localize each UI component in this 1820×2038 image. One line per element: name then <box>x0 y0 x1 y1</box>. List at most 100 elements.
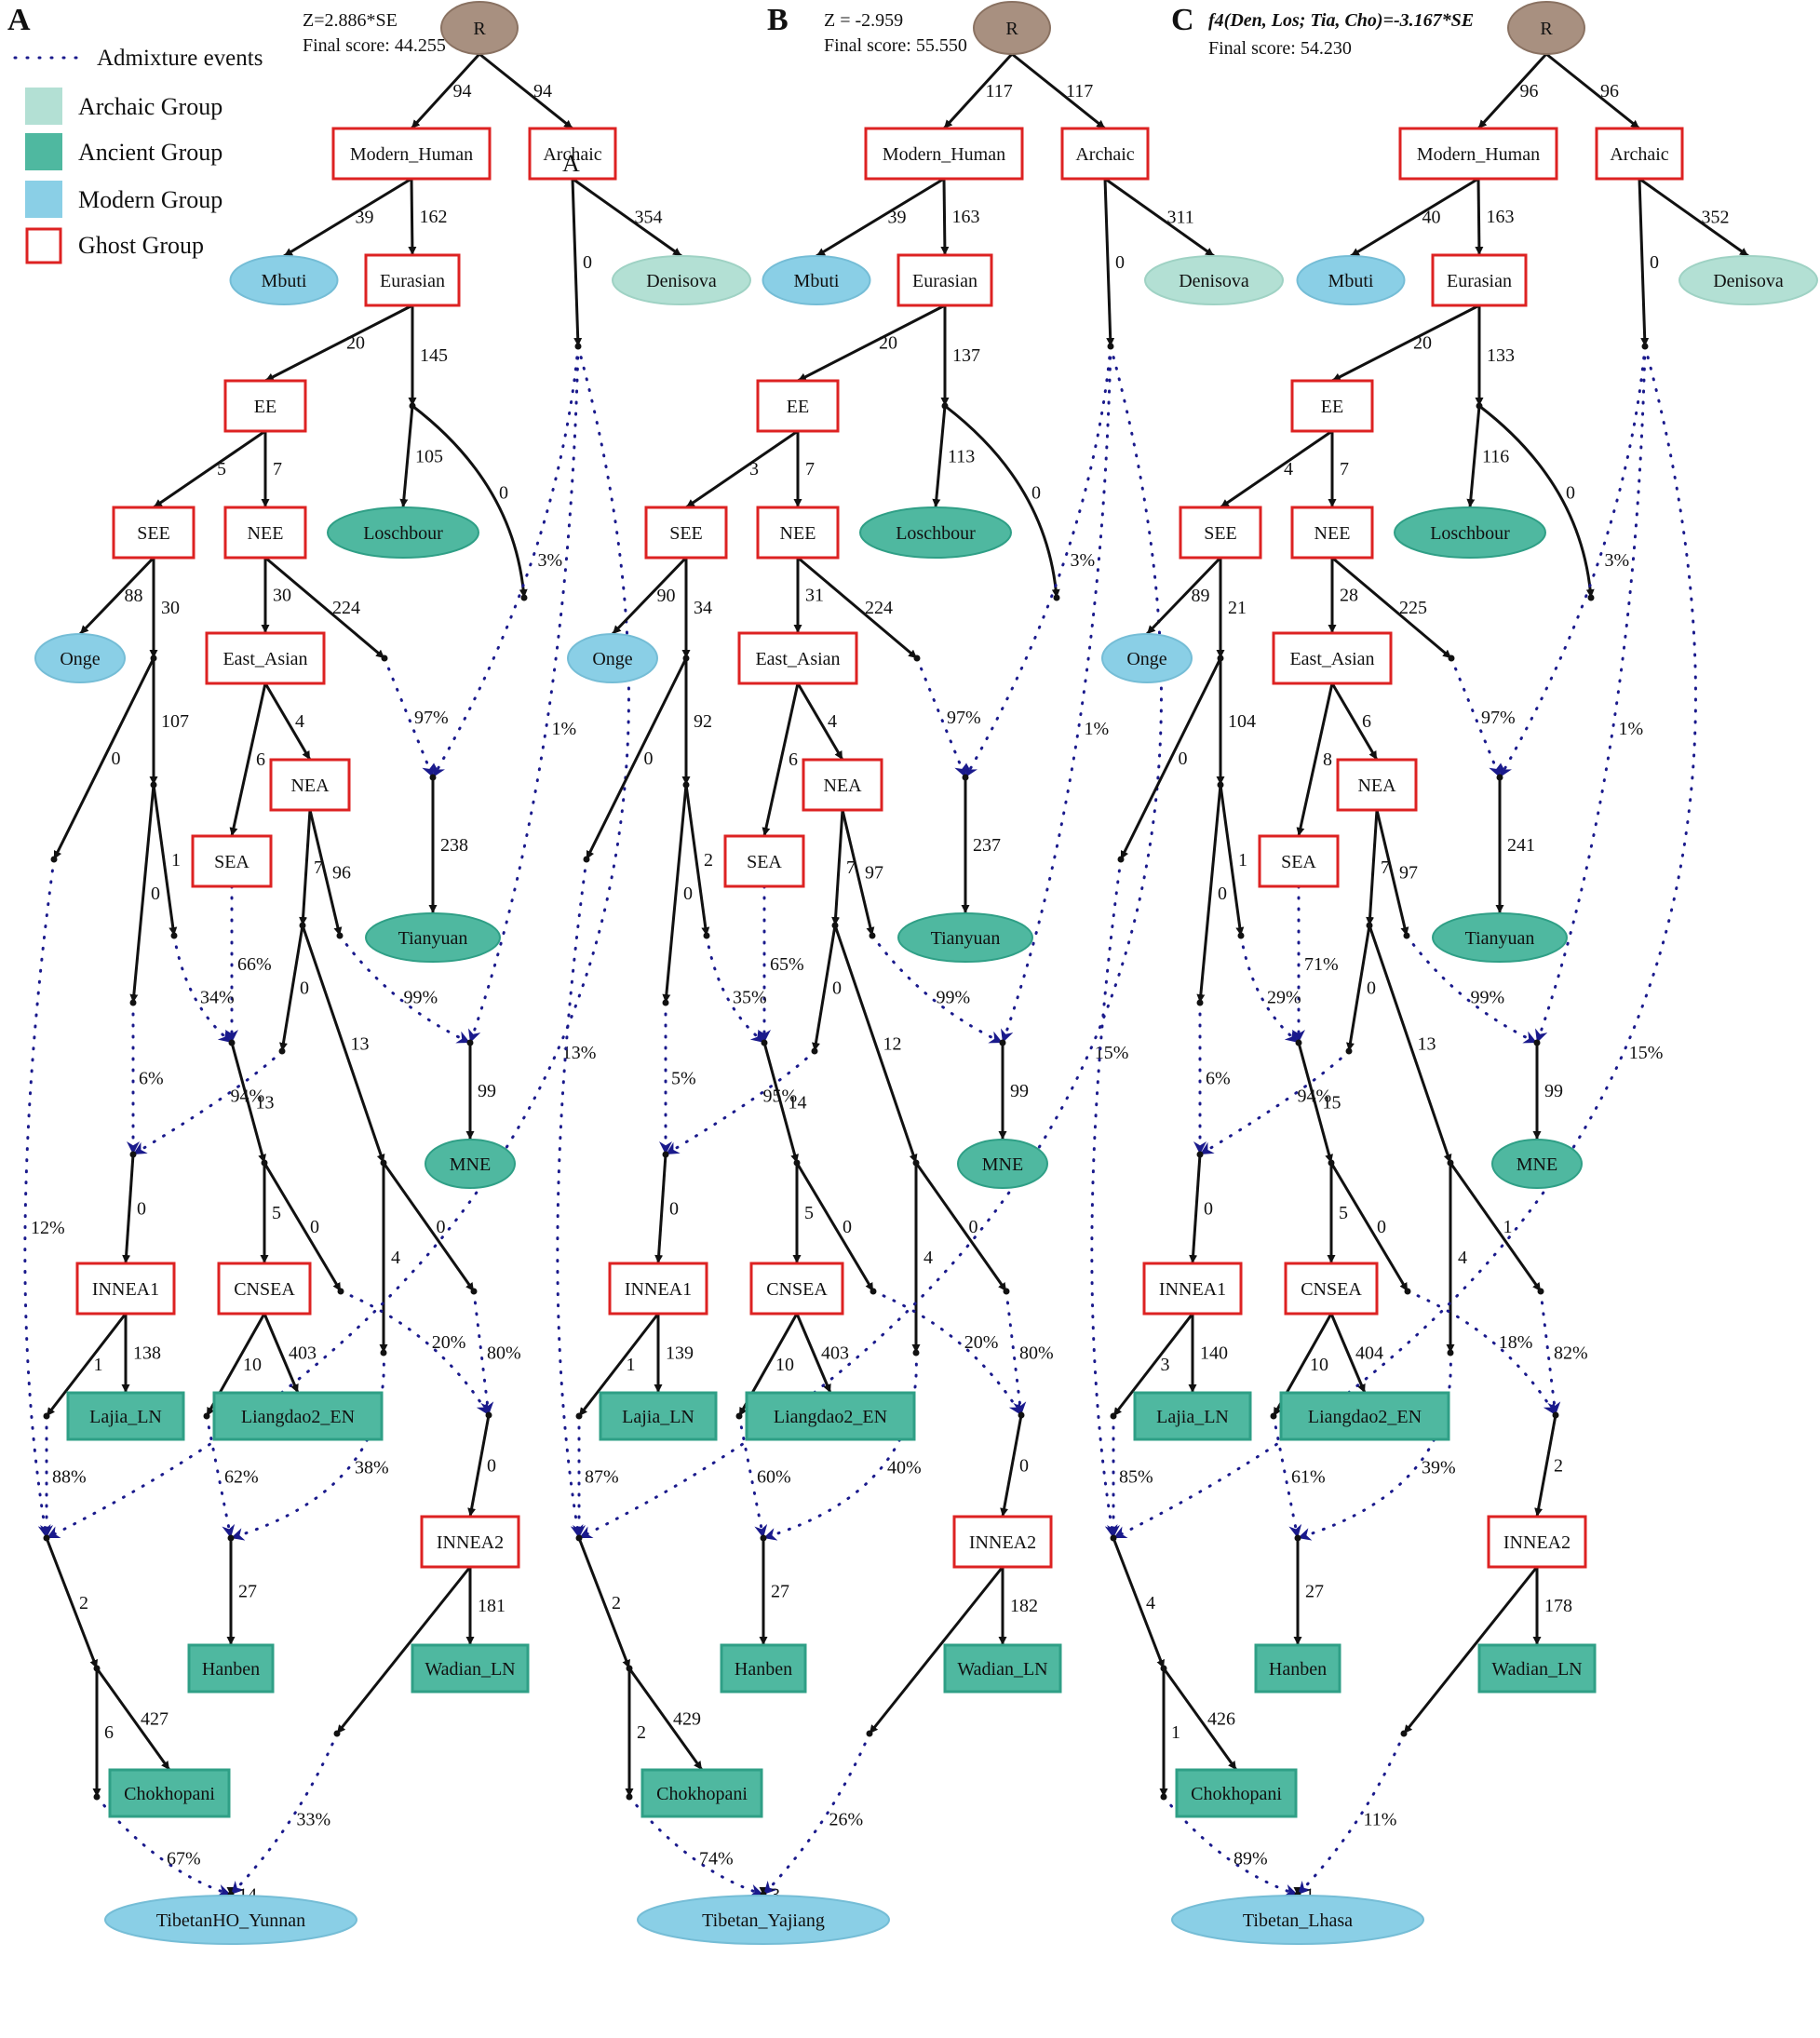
admixture-proportion-label: 35% <box>733 987 767 1007</box>
drift-edge-label: 0 <box>1367 979 1376 999</box>
drift-edge <box>585 657 688 860</box>
node-innea2-label: INNEA2 <box>437 1532 504 1553</box>
drift-edge-label: 139 <box>666 1343 694 1364</box>
drift-edge <box>685 429 799 509</box>
node-ee-label: EE <box>787 397 809 417</box>
node-nea-shape <box>802 758 883 812</box>
junction-point <box>912 1159 920 1167</box>
drift-edge-label: 88 <box>125 586 143 606</box>
junction-point <box>575 1534 583 1542</box>
node-tianyuan-label: Tianyuan <box>1465 928 1535 949</box>
drift-edge <box>1112 1537 1166 1669</box>
node-innea2-shape <box>952 1515 1053 1569</box>
admixture-proportion-label: 99% <box>1471 987 1505 1007</box>
drift-edge-label: 90 <box>657 586 676 606</box>
junction-point <box>682 655 690 662</box>
node-tibetan-yajiang-label: Tibetan_Yajiang <box>702 1910 825 1931</box>
admixture-edge <box>1498 344 1647 779</box>
junction-point <box>662 999 669 1006</box>
admixture-edge <box>556 857 588 1540</box>
drift-edge-label: 117 <box>1066 81 1093 101</box>
admixture-proportion-label: 39% <box>1422 1457 1456 1478</box>
node-cnsea-shape <box>217 1262 312 1316</box>
drift-edge <box>129 784 155 1004</box>
junction-point <box>999 1039 1006 1046</box>
admixture-proportion-label: 26% <box>829 1809 864 1829</box>
admixture-proportion-label: 99% <box>404 987 438 1007</box>
drift-edge-label: 0 <box>1115 252 1125 273</box>
admixture-edge <box>23 857 56 1540</box>
node-innea2-label: INNEA2 <box>1503 1532 1571 1553</box>
junction-point <box>333 1730 341 1737</box>
drift-edge-label: 13 <box>1418 1034 1436 1055</box>
drift-edge-label: 99 <box>478 1081 496 1101</box>
drift-edge-label: 104 <box>1228 711 1256 732</box>
junction-point <box>1196 999 1204 1006</box>
drift-edge-label: 4 <box>1146 1593 1155 1613</box>
drift-edge-label: 1 <box>1503 1217 1513 1237</box>
node-innea1-label: INNEA1 <box>92 1279 159 1300</box>
drift-edge-label: 163 <box>1487 207 1515 227</box>
node-ee-shape <box>223 379 307 433</box>
drift-edge <box>153 429 266 509</box>
junction-point <box>429 774 437 781</box>
junction-point <box>1294 1534 1301 1542</box>
node-innea1-shape <box>75 1262 176 1316</box>
node-cnsea-label: CNSEA <box>1301 1279 1362 1300</box>
node-tianyuan-label: Tianyuan <box>931 928 1001 949</box>
node-liangdao2-en-shape <box>212 1391 384 1441</box>
drift-edge-label: 0 <box>583 252 592 273</box>
drift-edge-label: 13 <box>351 1034 370 1055</box>
drift-edge <box>264 556 385 660</box>
node-mne-shape <box>1491 1139 1583 1189</box>
drift-edge <box>942 52 1014 130</box>
node-sea-shape <box>191 834 273 888</box>
node-tianyuan-shape <box>365 912 501 963</box>
junction-point <box>866 1730 873 1737</box>
node-east-asian-shape <box>1272 631 1393 685</box>
panel-statistic: Z = -2.959 <box>824 10 903 31</box>
node-tibetan-lhasa-label: Tibetan_Lhasa <box>1243 1910 1353 1931</box>
node-innea2-shape <box>1487 1515 1587 1569</box>
drift-edge <box>914 1162 1008 1292</box>
drift-edge <box>795 1162 875 1292</box>
node-denisova-shape <box>612 255 751 305</box>
drift-edge <box>1119 657 1222 860</box>
node-mne-shape <box>425 1139 516 1189</box>
node-r-shape <box>1507 1 1585 55</box>
admixture-edge <box>964 344 1112 779</box>
drift-edge-label: 224 <box>865 598 893 618</box>
legend-label-archaic: Archaic Group <box>78 93 222 120</box>
junction-point <box>409 402 416 410</box>
drift-edge-label: 6 <box>1362 711 1371 732</box>
junction-point <box>1237 932 1245 939</box>
node-innea2-shape <box>420 1515 520 1569</box>
drift-edge <box>264 304 413 383</box>
legend-swatch-modern <box>25 181 62 218</box>
drift-edge-label: 2 <box>79 1593 88 1613</box>
drift-edge <box>411 404 528 599</box>
drift-edge-label: 13 <box>256 1093 275 1113</box>
drift-edge-label: 96 <box>332 863 351 884</box>
drift-edge-label: 31 <box>805 586 824 606</box>
drift-edge-label: 10 <box>775 1355 794 1375</box>
drift-edge-label: 20 <box>879 333 897 354</box>
junction-point <box>793 1159 801 1167</box>
drift-edge-label: 0 <box>1650 252 1659 273</box>
junction-point <box>150 655 157 662</box>
drift-edge-label: 117 <box>986 81 1013 101</box>
drift-edge-label: 4 <box>1458 1248 1467 1268</box>
junction-point <box>1270 1412 1277 1420</box>
node-lajia-ln-label: Lajia_LN <box>1156 1407 1229 1427</box>
junction-point <box>1448 655 1455 662</box>
admixture-edge <box>1449 656 1502 779</box>
node-r-label: R <box>1540 19 1553 39</box>
admixture-edge <box>229 1351 385 1541</box>
node-modern-human-label: Modern_Human <box>350 144 473 165</box>
drift-edge <box>833 925 918 1164</box>
admixture-proportion-label: 71% <box>1304 954 1339 975</box>
node-sea-shape <box>723 834 805 888</box>
legend-admixture-label: Admixture events <box>97 46 263 71</box>
drift-edge <box>1145 556 1222 636</box>
node-tibetan-lhasa-shape <box>1171 1895 1424 1945</box>
